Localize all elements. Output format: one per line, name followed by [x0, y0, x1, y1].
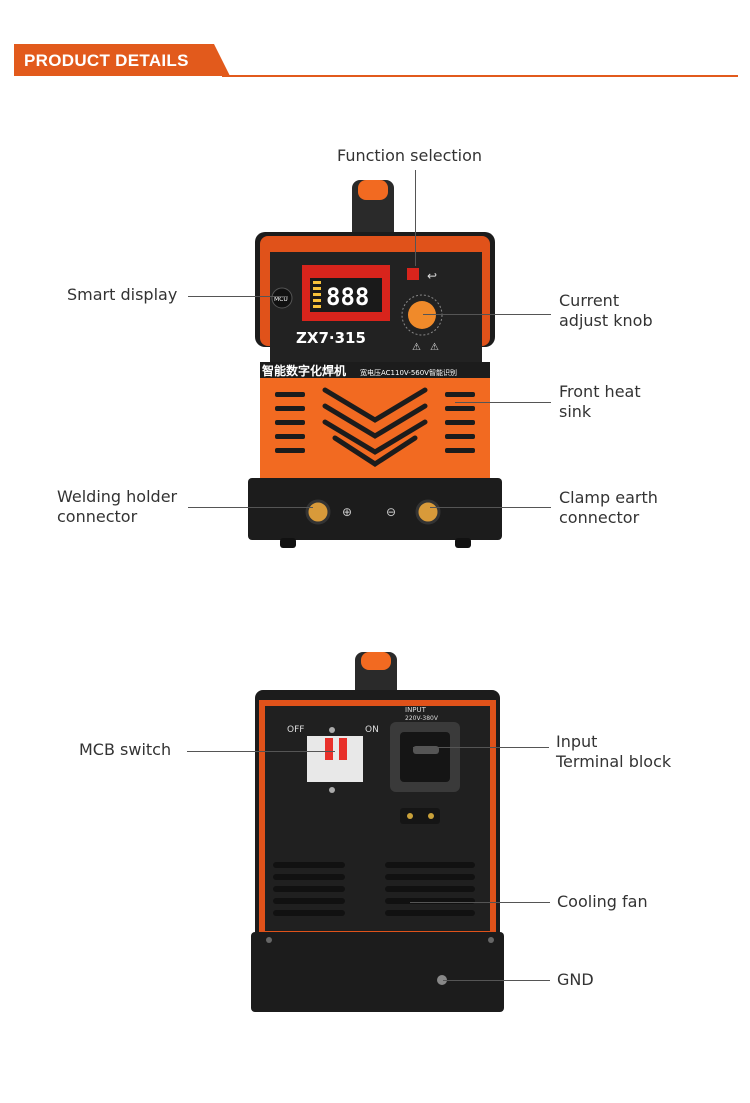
line-clamp-earth — [430, 507, 551, 508]
svg-text:⚠: ⚠ — [412, 342, 421, 353]
voltage-text: 宽电压AC110V-560V智能识别 — [360, 368, 457, 377]
line-smart-display — [188, 296, 288, 297]
label-current-adjust-knob: Current adjust knob — [559, 291, 653, 330]
label-cooling-fan: Cooling fan — [557, 892, 648, 911]
label-clamp-earth-connector: Clamp earth connector — [559, 488, 658, 527]
svg-text:ON: ON — [365, 725, 379, 735]
mcb-switch — [307, 736, 363, 782]
label-gnd: GND — [557, 970, 594, 989]
line-cooling-fan — [410, 902, 550, 903]
mcu-badge — [271, 287, 293, 309]
line-current-adjust-knob — [423, 314, 551, 315]
svg-text:MCU: MCU — [274, 296, 288, 303]
function-selection-icon — [407, 268, 419, 280]
model-label: ZX7·315 — [296, 329, 366, 347]
display-digits: 888 — [326, 283, 369, 311]
svg-text:⊖: ⊖ — [386, 505, 396, 519]
welding-holder-connector — [305, 499, 331, 525]
line-function-selection — [415, 170, 416, 266]
svg-text:OFF: OFF — [287, 725, 304, 735]
svg-text:⚠: ⚠ — [430, 342, 439, 353]
header-banner-shape — [14, 44, 230, 76]
label-mcb-switch: MCB switch — [79, 740, 172, 759]
current-adjust-knob — [408, 301, 436, 329]
knob-scale — [401, 294, 443, 336]
line-gnd — [443, 980, 550, 981]
section-title: PRODUCT DETAILS — [24, 51, 189, 70]
label-front-heat-sink: Front heat sink — [559, 382, 641, 421]
welder-front-image: 888 MCU ZX7·315 ↩ ⚠ ⚠ 智能数字化焊机 宽电压AC110V-… — [248, 180, 502, 548]
label-input-terminal-block: Input Terminal block — [556, 732, 672, 771]
line-input-terminal — [413, 747, 549, 748]
svg-text:⊕: ⊕ — [342, 505, 352, 519]
clamp-earth-connector — [415, 499, 441, 525]
line-welding-holder — [188, 507, 313, 508]
label-welding-holder-connector: Welding holder connector — [57, 487, 178, 526]
section-header: PRODUCT DETAILS — [14, 44, 230, 76]
svg-text:↩: ↩ — [427, 269, 437, 283]
line-mcb-switch — [187, 751, 335, 752]
line-front-heat-sink — [455, 402, 551, 403]
gnd-screw — [437, 975, 447, 985]
svg-text:INPUT: INPUT — [405, 706, 427, 714]
header-underline — [222, 75, 738, 77]
welder-back-image: OFF ON INPUT 220V-380V — [251, 652, 504, 1012]
svg-text:220V-380V: 220V-380V — [405, 715, 439, 722]
chinese-title: 智能数字化焊机 — [261, 363, 346, 378]
label-function-selection: Function selection — [337, 146, 483, 165]
label-smart-display: Smart display — [67, 285, 178, 304]
